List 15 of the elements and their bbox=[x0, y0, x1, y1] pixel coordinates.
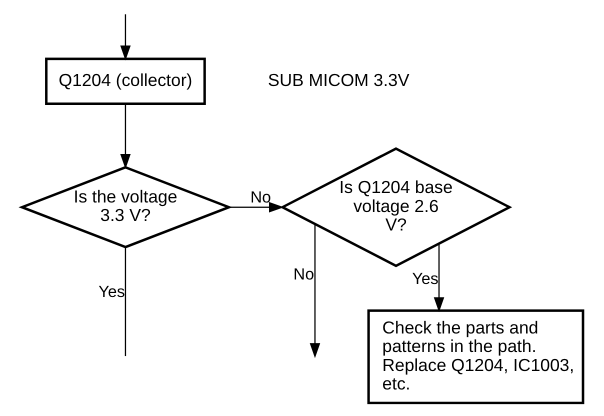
edge-label: Yes bbox=[412, 270, 438, 288]
node-box: Q1204 (collector) bbox=[44, 58, 206, 105]
node-diamond: Is the voltage 3.3 V? bbox=[18, 166, 232, 248]
arrow bbox=[309, 224, 320, 358]
arrow bbox=[120, 14, 130, 60]
edge-label: Yes bbox=[98, 283, 124, 302]
node-label: SUB MICOM 3.3V bbox=[267, 70, 409, 90]
node-box: Check the parts and patterns in the path. Replace Q1204, IC1003, etc. bbox=[366, 309, 584, 404]
node-diamond: Is Q1204 base voltage 2.6 V? bbox=[279, 147, 512, 268]
edge-label: No bbox=[292, 266, 314, 284]
arrow bbox=[228, 202, 284, 212]
connector bbox=[124, 247, 126, 356]
arrow bbox=[433, 244, 444, 312]
edge-label: No bbox=[250, 188, 271, 207]
arrow bbox=[120, 104, 130, 169]
